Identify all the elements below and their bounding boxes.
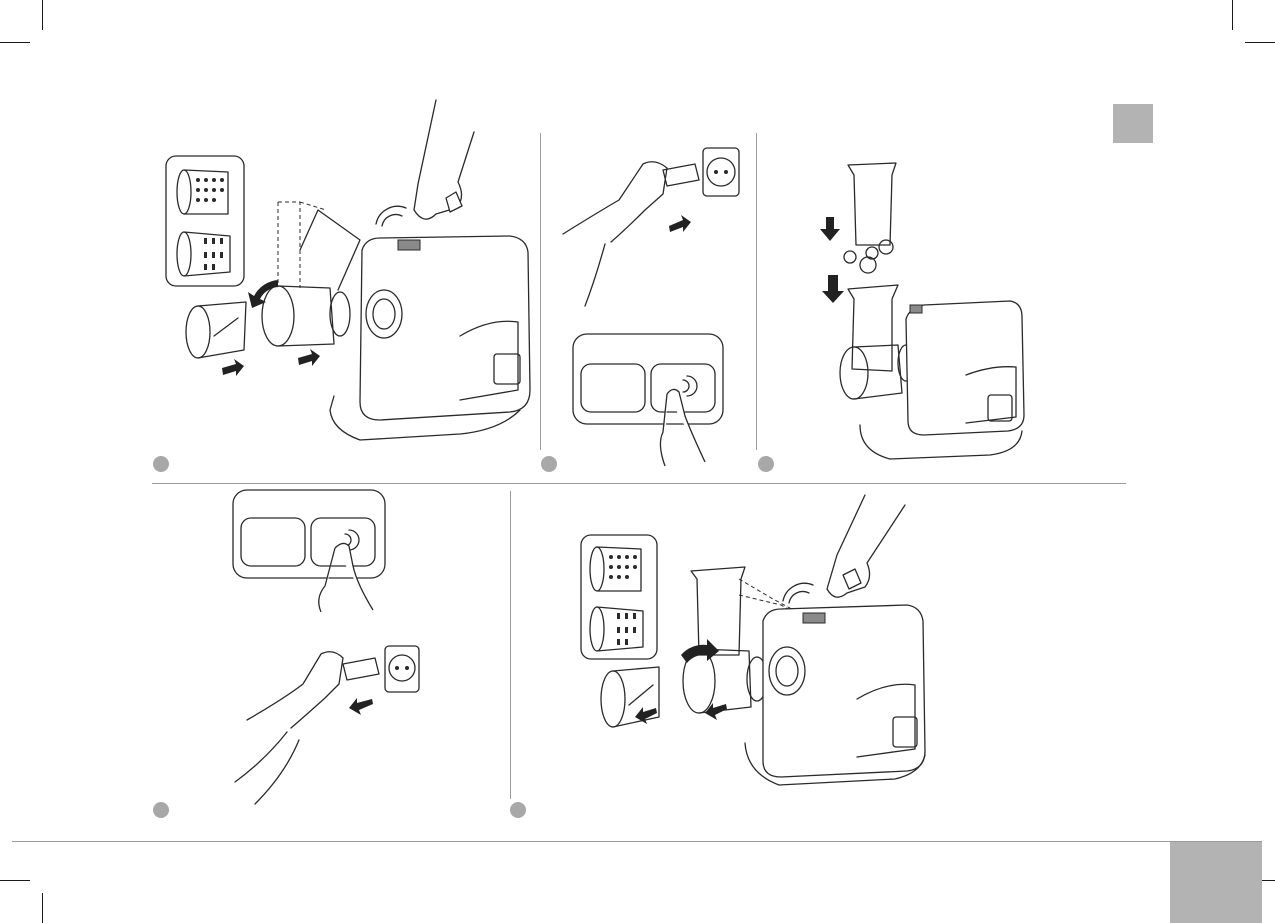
step-marker-4 bbox=[153, 802, 169, 818]
row-divider bbox=[152, 483, 1126, 484]
crop-mark-tr-h bbox=[1245, 42, 1275, 43]
step-marker-1 bbox=[153, 456, 169, 472]
step-marker-5 bbox=[510, 802, 526, 818]
crop-mark-bl-h bbox=[0, 880, 30, 881]
step-marker-3 bbox=[758, 456, 774, 472]
plug-in-and-switch-on-illustration bbox=[555, 140, 745, 470]
crop-mark-tl-v bbox=[42, 0, 43, 30]
attach-grater-drum-illustration bbox=[160, 110, 540, 450]
footer-rule bbox=[12, 841, 1262, 842]
crop-mark-tr-v bbox=[1232, 0, 1233, 30]
crop-mark-tl-h bbox=[0, 42, 30, 43]
detach-grater-drum-illustration bbox=[575, 495, 955, 795]
column-divider-2 bbox=[756, 133, 757, 450]
column-divider-3 bbox=[510, 491, 511, 799]
page-number-tab bbox=[1170, 842, 1262, 923]
crop-mark-bl-v bbox=[42, 893, 43, 923]
switch-off-and-unplug-illustration bbox=[225, 488, 425, 808]
column-divider-1 bbox=[540, 133, 541, 450]
feed-food-with-pusher-illustration bbox=[820, 155, 1030, 465]
section-tab-top bbox=[1113, 104, 1153, 143]
